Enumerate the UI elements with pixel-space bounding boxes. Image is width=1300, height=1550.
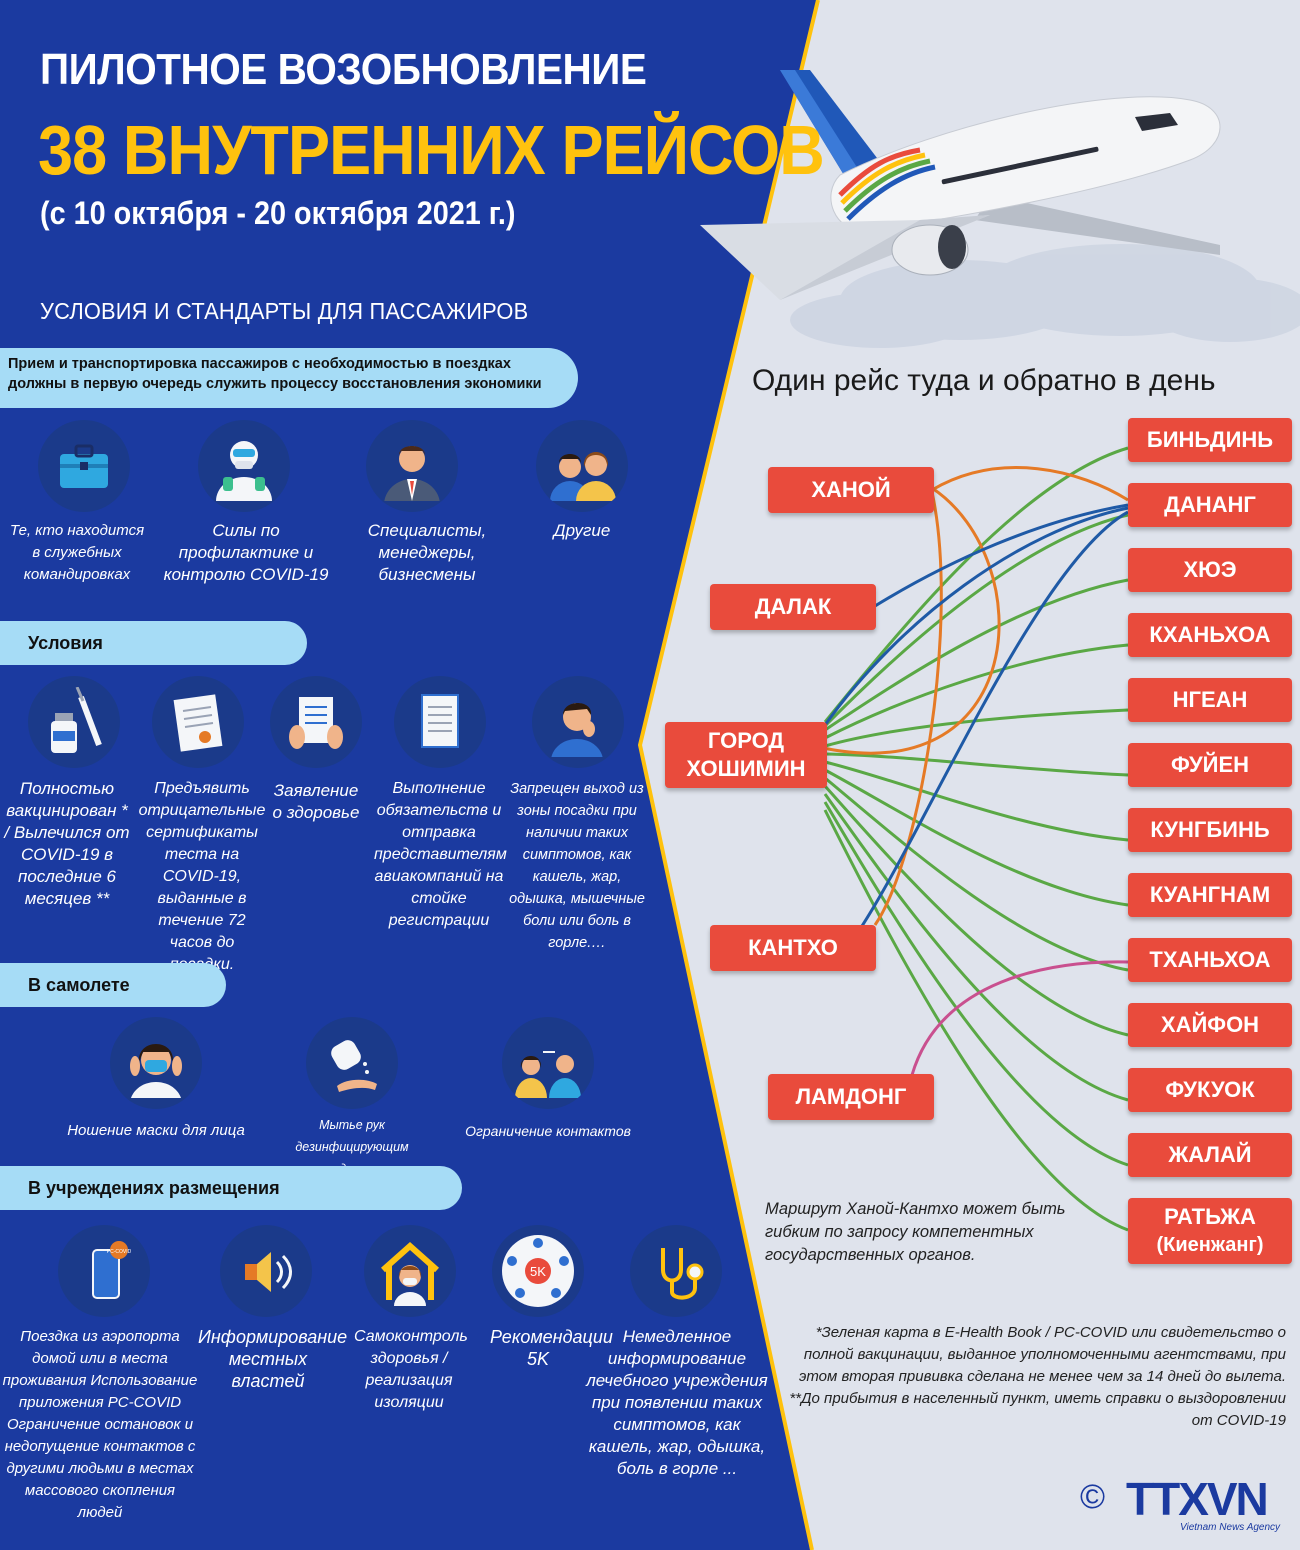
origin-dalak: ДАЛАК [710,584,876,630]
condition-caption-1: Полностью вакцинирован * / Вылечился от … [4,779,130,908]
origin-hcm-line2: ХОШИМИН [686,756,806,781]
ttxvn-logo: TTXVN [1126,1473,1269,1525]
phone-app-icon: PC-COVID [58,1225,150,1317]
origin-hanoi: ХАНОЙ [768,467,934,513]
condition-caption-2: Предъявить отрицательные сертификаты тес… [138,780,266,973]
businessman-icon [366,420,458,512]
origin-cantho: КАНТХО [710,925,876,971]
footnotes: *Зеленая карта в E-Health Book / PC-COVI… [780,1322,1286,1432]
subtitle: УСЛОВИЯ И СТАНДАРТЫ ДЛЯ ПАССАЖИРОВ [40,298,529,324]
dest-3: ХЮЭ [1128,548,1292,592]
home-isolation-icon [364,1225,456,1317]
route-note: Маршрут Ханой-Кантхо может быть гибким п… [765,1200,1066,1264]
dest-13-line2: (Киенжанг) [1156,1234,1264,1256]
dest-11: ФУКУОК [1128,1068,1292,1112]
footnote-1: *Зеленая карта в E-Health Book / PC-COVI… [798,1324,1286,1385]
dest-2: ДАНАНГ [1128,483,1292,527]
dest-13: РАТЬЖА (Киенжанг) [1128,1198,1292,1264]
copyright-symbol: © [1080,1478,1106,1516]
hand-sanitizer-icon [306,1017,398,1109]
condition-caption-5: Запрещен выход из зоны посадки при налич… [509,781,645,951]
speaker-icon [220,1225,312,1317]
health-declaration-icon [270,676,362,768]
people-icon [536,420,628,512]
airplane-illustration [700,70,1221,300]
onboard-caption-1: Ношение маски для лица [67,1122,245,1139]
title-line1: ПИЛОТНОЕ ВОЗОБНОВЛЕНИЕ [40,45,647,94]
dest-8: КУАНГНАМ [1128,873,1292,917]
accommodation-caption-5: Немедленное информирование лечебного учр… [586,1327,768,1478]
distancing-icon [502,1017,594,1109]
condition-caption-3: Заявление о здоровье [272,781,360,822]
accommodation-caption-4: Рекомендации 5K [490,1327,613,1369]
5k-badge: 5K [530,1264,546,1279]
title-line2: 38 ВНУТРЕННИХ РЕЙСОВ [38,111,825,189]
stethoscope-icon [630,1225,722,1317]
accommodation-caption-2: Информирование местных властей [198,1327,348,1391]
routes-title: Один рейс туда и обратно в день [752,364,1216,397]
footnote-2: **До прибытия в населенный пункт, иметь … [789,1390,1286,1429]
title-line3: (с 10 октября - 20 октября 2021 г.) [40,195,516,231]
banner-line2: должны в первую очередь служить процессу… [8,376,542,392]
passenger-caption-3: Специалисты, менеджеры, бизнесмены [367,521,487,584]
vaccine-icon [28,676,120,768]
dest-12: ЖАЛАЙ [1128,1133,1292,1177]
dest-4: КХАНЬХОА [1128,613,1292,657]
phone-app-label: PC-COVID [107,1249,132,1255]
onboard-caption-3: Ограничение контактов [465,1123,631,1139]
dest-13-line1: РАТЬЖА [1164,1204,1256,1229]
section-onboard: В самолете [0,963,226,1007]
dest-7: КУНГБИНЬ [1128,808,1292,852]
origin-lamdong: ЛАМДОНГ [768,1074,934,1120]
intro-banner: Прием и транспортировка пассажиров с нео… [0,348,578,408]
dest-1: БИНЬДИНЬ [1128,418,1292,462]
accommodation-caption-1: Поездка из аэропорта домой или в места п… [2,1328,198,1521]
briefcase-icon [38,420,130,512]
document-icon [394,676,486,768]
accommodation-caption-3: Самоконтроль здоровья / реализация изоля… [354,1328,468,1411]
origin-hcm-line1: ГОРОД [707,728,785,753]
origin-hcm: ГОРОД ХОШИМИН [665,722,827,788]
dest-5: НГЕАН [1128,678,1292,722]
passenger-caption-4: Другие [553,521,611,540]
coughing-person-icon [532,676,624,768]
passenger-caption-1: Те, кто находится в служебных командиров… [9,522,145,583]
section-conditions: Условия [0,621,307,665]
dest-6: ФУЙЕН [1128,743,1292,787]
condition-caption-4: Выполнение обязательств и отправка предс… [374,780,507,929]
banner-line1: Прием и транспортировка пассажиров с нео… [8,356,511,372]
dest-9: ТХАНЬХОА [1128,938,1292,982]
5k-icon: 5K [492,1225,584,1317]
section-accommodation: В учреждениях размещения [0,1166,462,1210]
logo-tagline: Vietnam News Agency [1180,1522,1281,1533]
medical-worker-icon [198,420,290,512]
face-mask-icon [110,1017,202,1109]
passenger-caption-2: Силы по профилактике и контролю COVID-19 [163,521,329,584]
certificate-icon [152,676,244,768]
dest-10: ХАЙФОН [1128,1003,1292,1047]
